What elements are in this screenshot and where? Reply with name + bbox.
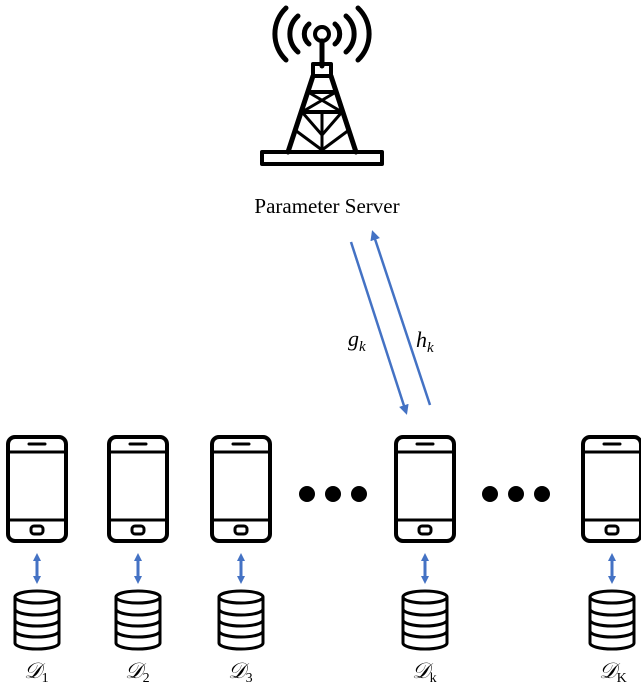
dataset-symbol: 𝒟	[412, 658, 434, 683]
dataset-label: 𝒟3	[228, 658, 253, 685]
downlink-label: gk	[348, 326, 366, 355]
database-icon	[401, 589, 449, 651]
client-device: 𝒟3	[210, 435, 272, 685]
database-icon	[13, 589, 61, 651]
dataset-subscript: k	[430, 671, 437, 685]
radio-tower-icon	[260, 5, 384, 166]
dataset-symbol: 𝒟	[125, 658, 147, 683]
dataset-symbol: 𝒟	[599, 658, 621, 683]
smartphone-icon	[581, 435, 641, 543]
client-device: 𝒟1	[6, 435, 68, 685]
dataset-label: 𝒟K	[599, 658, 627, 685]
database-icon	[217, 589, 265, 651]
server-label: Parameter Server	[254, 194, 399, 218]
database-icon	[114, 589, 162, 651]
dataset-subscript: K	[617, 671, 627, 685]
uplink-label: hk	[416, 327, 434, 356]
database-icon	[588, 589, 636, 651]
ellipsis-dots-right	[482, 486, 550, 502]
dataset-label: 𝒟2	[125, 658, 150, 685]
dataset-label: 𝒟1	[24, 658, 49, 685]
dataset-subscript: 1	[42, 671, 49, 685]
dataset-subscript: 2	[143, 671, 150, 685]
ellipsis-dots-left	[299, 486, 367, 502]
dataset-label: 𝒟k	[412, 658, 437, 685]
dataset-subscript: 3	[246, 671, 253, 685]
client-device: 𝒟K	[581, 435, 641, 685]
downlink-arrow	[349, 241, 409, 415]
client-device: 𝒟2	[107, 435, 169, 685]
client-device: 𝒟k	[394, 435, 456, 685]
smartphone-icon	[394, 435, 456, 543]
dataset-symbol: 𝒟	[228, 658, 250, 683]
smartphone-icon	[210, 435, 272, 543]
dataset-symbol: 𝒟	[24, 658, 46, 683]
smartphone-icon	[6, 435, 68, 543]
uplink-arrow	[370, 230, 432, 406]
smartphone-icon	[107, 435, 169, 543]
